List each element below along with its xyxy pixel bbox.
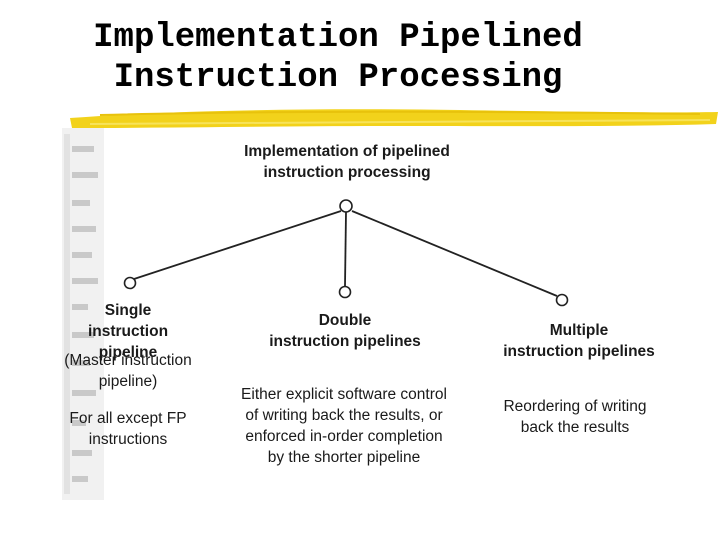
edge-root-to-single bbox=[133, 210, 342, 280]
slide-title-line-2: Instruction Processing bbox=[113, 59, 563, 97]
double-node bbox=[338, 285, 352, 299]
multiple-pipeline-title: Multiple instruction pipelines bbox=[503, 322, 655, 360]
root-label: Implementation of pipelined instruction … bbox=[244, 143, 450, 181]
single-pipeline-title: Single instruction pipeline bbox=[87, 302, 169, 361]
multiple-pipeline-note: Reordering of writing back the results bbox=[503, 398, 647, 436]
scanned-margin-strip bbox=[62, 128, 104, 500]
edge-root-to-multiple bbox=[351, 210, 558, 297]
root-node bbox=[339, 199, 353, 213]
slide-title: Implementation Pipelined Instruction Pro… bbox=[0, 18, 676, 98]
single-node bbox=[123, 276, 137, 290]
multiple-node bbox=[555, 293, 569, 307]
edge-root-to-double bbox=[344, 211, 347, 287]
single-pipeline-note: For all except FP instructions bbox=[69, 410, 187, 448]
single-pipeline-subtitle: (Master instruction pipeline) bbox=[64, 352, 192, 390]
double-pipeline-note: Either explicit software control of writ… bbox=[241, 386, 447, 466]
slide-title-line-1: Implementation Pipelined bbox=[93, 19, 583, 57]
double-pipeline-title: Double instruction pipelines bbox=[269, 312, 421, 350]
title-underline-brushstroke bbox=[70, 109, 718, 128]
